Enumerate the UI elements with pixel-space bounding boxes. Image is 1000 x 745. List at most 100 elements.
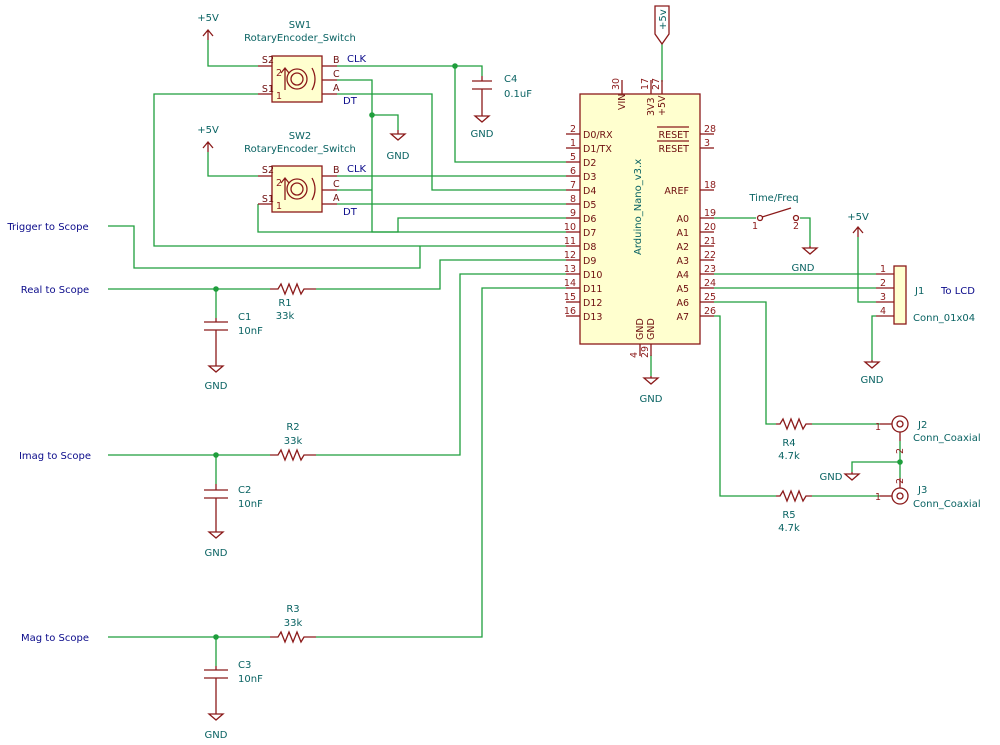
gnd-label-c2: GND — [205, 548, 228, 559]
arduino-pin-name: D11 — [583, 284, 602, 295]
arduino-pin-name: AREF — [664, 186, 689, 197]
sw1-pin-s2: S2 — [262, 55, 274, 66]
switch-pin-2: 2 — [793, 221, 799, 232]
arduino-pin-name: D10 — [583, 270, 602, 281]
gnd-label-lcd: GND — [861, 375, 884, 386]
j1-pin-1: 1 — [880, 264, 886, 275]
sw2-value: RotaryEncoder_Switch — [244, 144, 356, 155]
arduino-pin-num: 26 — [704, 306, 716, 317]
capacitor-c3: C3 10nF — [204, 660, 263, 712]
sw2-ref: SW2 — [289, 131, 312, 142]
pin-name-3v3: 3V3 — [646, 97, 657, 116]
arduino-pin-num: 21 — [704, 236, 716, 247]
j1-pin-3: 3 — [880, 292, 886, 303]
j1-label: To LCD — [940, 286, 975, 297]
arduino-pin-name: D2 — [583, 158, 596, 169]
arduino-right-pins: 28RESET3RESET18AREF19A020A121A222A323A42… — [659, 124, 717, 323]
arduino-pin-name: D6 — [583, 214, 596, 225]
capacitor-c4: C4 0.1uF — [472, 74, 532, 112]
gnd-label-arduino: GND — [640, 394, 663, 405]
arduino-pin-name: A4 — [676, 270, 689, 281]
j2-pin-2: 2 — [895, 448, 906, 454]
coax-j3: 1 2 J3 Conn_Coaxial — [875, 478, 981, 510]
arduino-pin-num: 8 — [570, 194, 576, 205]
gnd-label-c4: GND — [471, 129, 494, 140]
j1-value: Conn_01x04 — [913, 313, 975, 324]
r5-value: 4.7k — [778, 523, 800, 534]
sw2-pin-s1: S1 — [262, 194, 274, 205]
j1-ref: J1 — [914, 286, 924, 297]
sw1-pin-b: B — [333, 55, 340, 66]
r3-ref: R3 — [286, 604, 299, 615]
arduino-pin-num: 6 — [570, 166, 576, 177]
sw1-pin-s1: S1 — [262, 84, 274, 95]
net-imag: Imag to Scope — [19, 451, 91, 462]
arduino-pin-name: D3 — [583, 172, 596, 183]
arduino-pin-name: D1/TX — [583, 144, 612, 155]
net-trigger: Trigger to Scope — [6, 222, 88, 233]
c2-value: 10nF — [238, 499, 263, 510]
arduino-pin-num: 2 — [570, 124, 576, 135]
net-real: Real to Scope — [21, 285, 89, 296]
coax-j2: 1 2 J2 Conn_Coaxial — [875, 415, 981, 454]
j3-value: Conn_Coaxial — [913, 499, 981, 510]
arduino-pin-num: 13 — [564, 264, 576, 275]
gnd-label-enc: GND — [387, 151, 410, 162]
arduino-pin-num: 11 — [564, 236, 576, 247]
sw1-dt-label: DT — [343, 96, 358, 107]
resistor-r3: R3 33k — [270, 604, 316, 644]
arduino-pin-name: RESET — [659, 130, 690, 141]
arduino-pin-name: A1 — [676, 228, 689, 239]
pin-name-5v: +5V — [657, 95, 668, 116]
arduino-pin-num: 22 — [704, 250, 716, 261]
arduino-pin-num: 20 — [704, 222, 716, 233]
gnd-label-coax: GND — [820, 472, 843, 483]
pin-name-gnd-b: GND — [646, 318, 657, 340]
vcc-flag-label: +5v — [658, 9, 669, 30]
arduino-pin-name: D5 — [583, 200, 596, 211]
resistor-r1: R1 33k — [270, 282, 316, 322]
arduino-pin-name: D8 — [583, 242, 596, 253]
r4-ref: R4 — [782, 438, 795, 449]
encoder-sw1: SW1 RotaryEncoder_Switch S2 S1 2 1 B C A… — [244, 20, 366, 107]
j2-pin-1: 1 — [875, 422, 881, 433]
net-labels: Trigger to Scope Real to Scope Imag to S… — [6, 222, 91, 644]
arduino-pin-num: 19 — [704, 208, 716, 219]
c2-ref: C2 — [238, 485, 251, 496]
sw2-pin-b: B — [333, 165, 340, 176]
arduino-pin-num: 15 — [564, 292, 576, 303]
power-symbols: +5V +5V +5V +5v GND GND GND GND GND GND … — [197, 5, 884, 741]
r2-value: 33k — [284, 436, 303, 447]
arduino-pin-num: 7 — [570, 180, 576, 191]
sw1-num-2: 2 — [276, 68, 282, 79]
sw2-pin-s2: S2 — [262, 165, 274, 176]
net-mag: Mag to Scope — [21, 633, 89, 644]
j2-value: Conn_Coaxial — [913, 433, 981, 444]
c1-ref: C1 — [238, 312, 251, 323]
arduino-pin-name: A0 — [676, 214, 689, 225]
arduino-ref: Arduino_Nano_v3.x — [633, 159, 644, 255]
arduino-pin-name: A2 — [676, 242, 689, 253]
arduino-pin-name: D0/RX — [583, 130, 613, 141]
r4-value: 4.7k — [778, 451, 800, 462]
arduino-pin-num: 14 — [564, 278, 576, 289]
arduino-pin-name: A3 — [676, 256, 689, 267]
gnd-label-c1: GND — [205, 381, 228, 392]
arduino-nano: 2D0/RX1D1/TX5D26D37D48D59D610D711D812D91… — [564, 78, 716, 358]
c4-ref: C4 — [504, 74, 517, 85]
wires — [108, 40, 901, 666]
vcc-label-3: +5V — [847, 212, 869, 223]
sw2-num-1: 1 — [276, 201, 282, 212]
sw1-num-1: 1 — [276, 91, 282, 102]
arduino-pin-num: 1 — [570, 138, 576, 149]
arduino-pin-num: 5 — [570, 152, 576, 163]
arduino-pin-num: 3 — [704, 138, 710, 149]
capacitor-c2: C2 10nF — [204, 484, 263, 530]
r1-ref: R1 — [278, 298, 291, 309]
resistor-r4: R4 4.7k — [776, 417, 812, 462]
gnd-label-c3: GND — [205, 730, 228, 741]
c3-ref: C3 — [238, 660, 251, 671]
sw1-clk-label: CLK — [347, 54, 367, 65]
arduino-pin-name: D7 — [583, 228, 596, 239]
sw2-pin-c: C — [333, 179, 340, 190]
